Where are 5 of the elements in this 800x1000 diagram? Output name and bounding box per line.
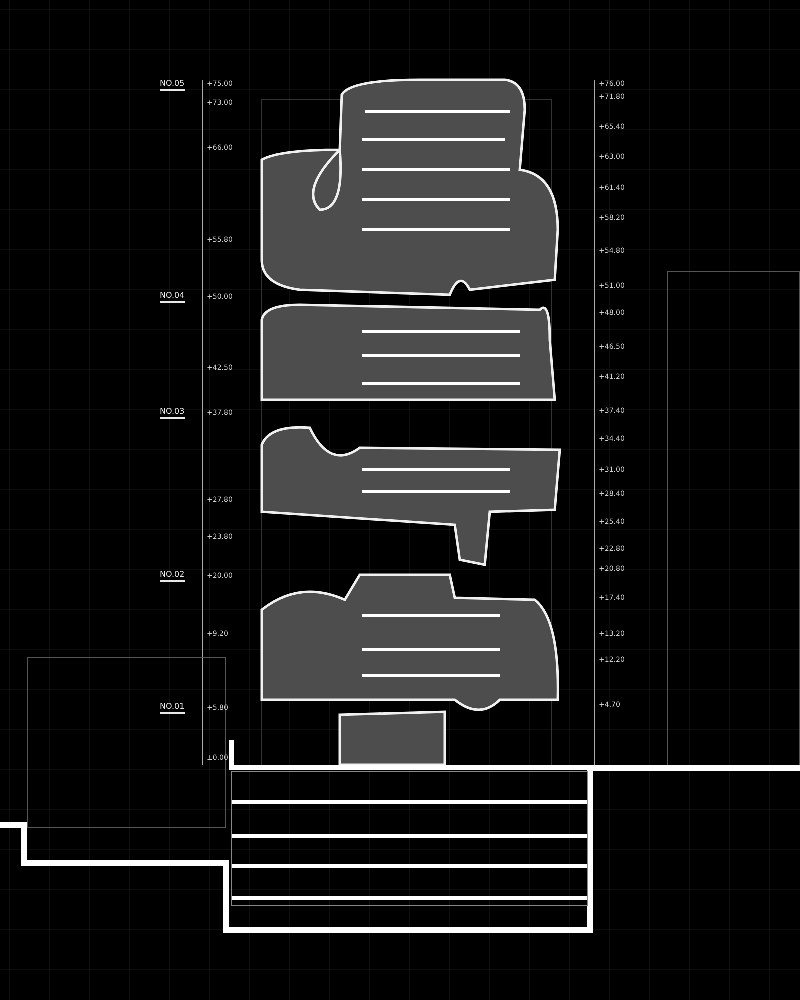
floor-label: NO.04: [160, 291, 185, 303]
floor-label: NO.02: [160, 570, 185, 582]
floor-label: NO.03: [160, 407, 185, 419]
floor-label: NO.05: [160, 79, 185, 91]
floor-label: NO.01: [160, 702, 185, 714]
